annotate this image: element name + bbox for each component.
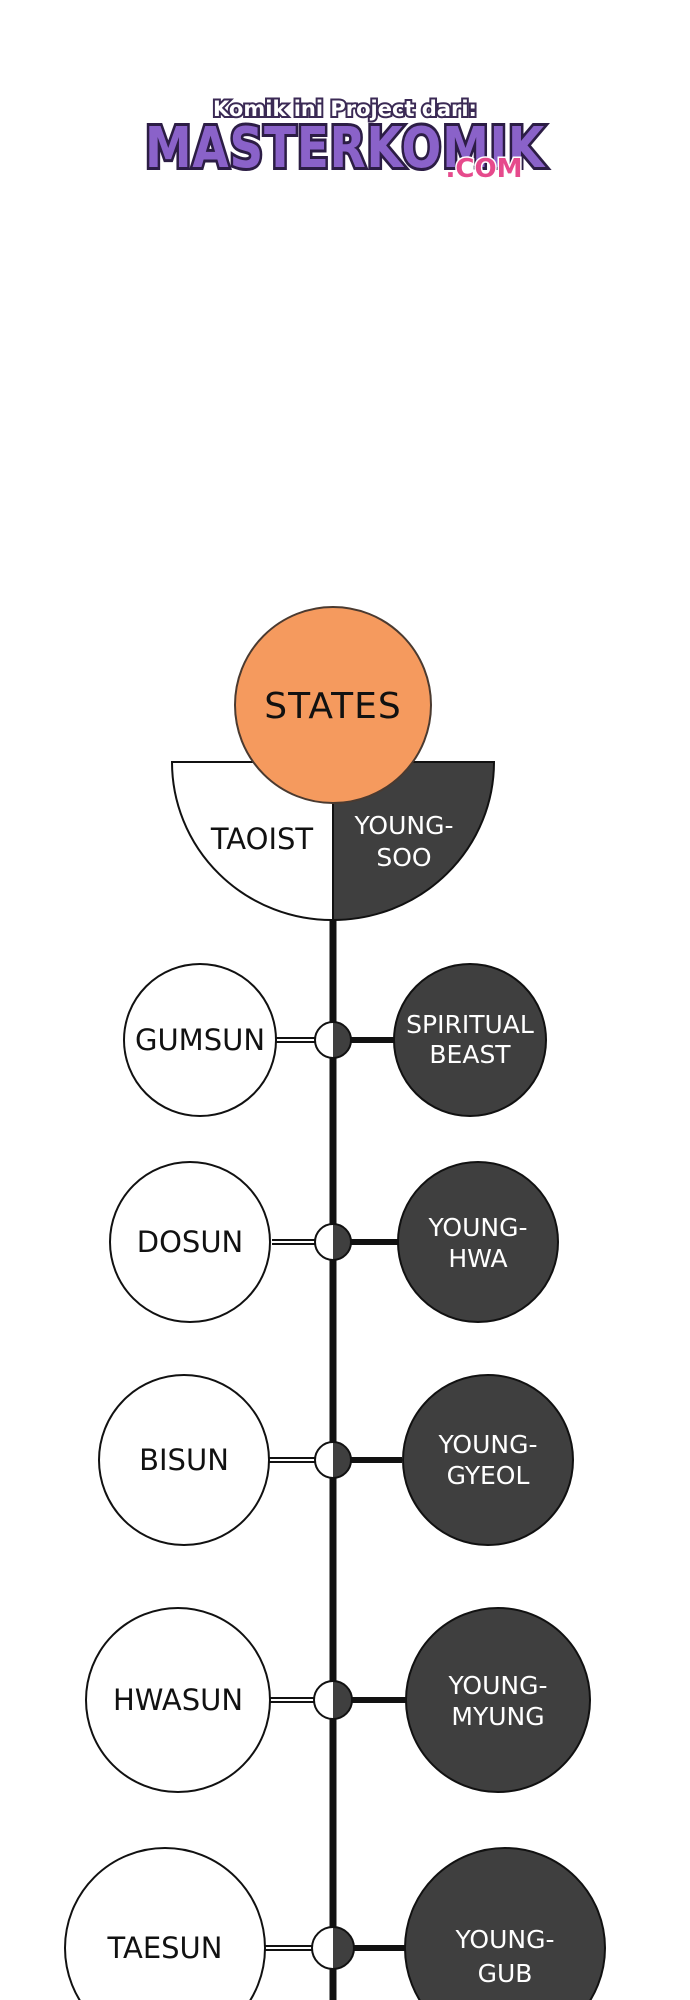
- taesun-label: TAESUN: [107, 1931, 223, 1965]
- branch-level-dosun: DOSUN YOUNG- HWA: [109, 1161, 559, 1323]
- watermark-tagline: Komik ini Project dari:: [213, 97, 477, 121]
- junction-node: [313, 1680, 353, 1720]
- young-gyeol-circle: [402, 1374, 574, 1546]
- young-gyeol-label-line2: GYEOL: [447, 1461, 530, 1490]
- watermark-logo: Komik ini Project dari: MASTERKOMIK .COM: [142, 95, 548, 186]
- junction-left-half: [315, 1022, 333, 1058]
- young-soo-label-line1: YOUNG-: [354, 811, 454, 840]
- junction-left-half: [314, 1681, 333, 1719]
- young-hwa-label-line2: HWA: [448, 1244, 507, 1273]
- dosun-label: DOSUN: [137, 1225, 243, 1259]
- gumsun-label: GUMSUN: [135, 1023, 265, 1057]
- young-gub-label-line2: GUB: [478, 1959, 533, 1988]
- spiritual-beast-label-line1: SPIRITUAL: [406, 1010, 534, 1039]
- spiritual-beast-circle: [393, 963, 547, 1117]
- junction-left-half: [315, 1442, 333, 1478]
- watermark-brand: MASTERKOMIK: [145, 116, 546, 181]
- taoist-label: TAOIST: [210, 822, 314, 856]
- junction-right-half: [333, 1224, 351, 1260]
- young-gub-label-line1: YOUNG-: [455, 1925, 555, 1954]
- spiritual-beast-label-line2: BEAST: [429, 1040, 511, 1069]
- junction-node: [314, 1441, 352, 1479]
- junction-left-half: [315, 1224, 333, 1260]
- root-node: STATES: [234, 606, 432, 804]
- watermark-suffix: .COM: [446, 154, 523, 184]
- young-gub-circle: [404, 1847, 606, 2000]
- hwasun-circle: [85, 1607, 271, 1793]
- junction-right-half: [333, 1442, 351, 1478]
- bisun-label: BISUN: [139, 1443, 229, 1477]
- junction-right-half: [333, 1681, 352, 1719]
- taesun-circle: [64, 1847, 266, 2000]
- bisun-circle: [98, 1374, 270, 1546]
- junction-right-half: [333, 1927, 354, 1969]
- branch-level-bisun: BISUN YOUNG- GYEOL: [98, 1374, 574, 1546]
- dosun-circle: [109, 1161, 271, 1323]
- junction-node: [314, 1223, 352, 1261]
- gumsun-circle: [123, 963, 277, 1117]
- young-myung-label-line1: YOUNG-: [448, 1671, 548, 1700]
- young-soo-label-line2: SOO: [376, 843, 431, 872]
- branch-level-taesun: TAESUN YOUNG- GUB: [64, 1847, 606, 2000]
- young-myung-circle: [405, 1607, 591, 1793]
- young-hwa-label-line1: YOUNG-: [428, 1213, 528, 1242]
- junction-node: [311, 1926, 355, 1970]
- hwasun-label: HWASUN: [113, 1683, 243, 1717]
- young-gyeol-label-line1: YOUNG-: [438, 1430, 538, 1459]
- young-soo-half: [332, 761, 496, 922]
- junction-left-half: [312, 1927, 333, 1969]
- root-circle: [234, 606, 432, 804]
- branch-level-gumsun: GUMSUN SPIRITUAL BEAST: [123, 963, 547, 1117]
- category-semicircle: TAOIST YOUNG- SOO: [170, 761, 496, 922]
- junction-node: [314, 1021, 352, 1059]
- junction-right-half: [333, 1022, 351, 1058]
- young-myung-label-line2: MYUNG: [451, 1702, 544, 1731]
- taoist-half: [170, 761, 334, 922]
- branch-level-hwasun: HWASUN YOUNG- MYUNG: [85, 1607, 591, 1793]
- young-hwa-circle: [397, 1161, 559, 1323]
- root-label: STATES: [264, 686, 401, 727]
